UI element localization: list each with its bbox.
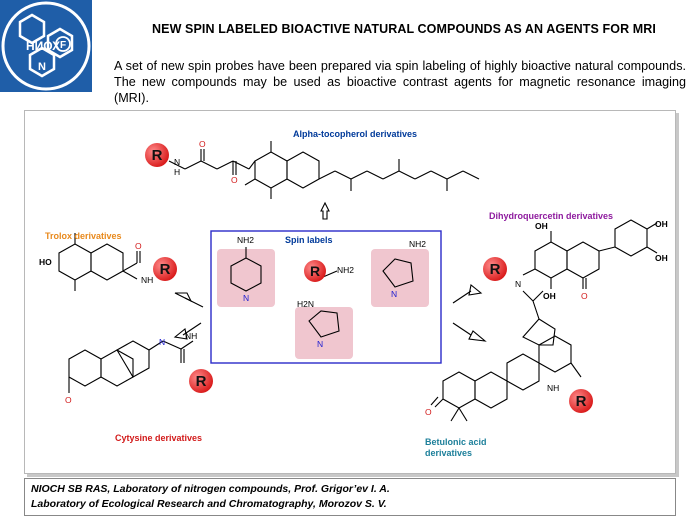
logo-f-letter: F [60, 40, 66, 51]
caption-betulonic-2: derivatives [425, 448, 473, 458]
atom-nh-cytisine: NH [185, 331, 197, 341]
atom-n-cytisine: N [159, 337, 165, 347]
institute-logo: F НИОХ N [0, 0, 92, 92]
atom-nh-betulonic: NH [547, 383, 559, 393]
atom-nh2-label-3: NH2 [409, 239, 426, 249]
atom-nh2-label-1: NH2 [237, 235, 254, 245]
reaction-scheme: R R R R R R N H O O HO O NH O N NH OH OH… [24, 110, 676, 474]
logo-emblem-icon: F НИОХ N [1, 1, 91, 91]
caption-cytisine: Cytysine derivatives [115, 433, 203, 443]
caption-betulonic-1: Betulonic acid [425, 437, 487, 447]
r-label-alpha: R [152, 147, 163, 164]
atom-n-spin-3: N [391, 289, 397, 299]
page-title: NEW SPIN LABELED BIOACTIVE NATURAL COMPO… [152, 22, 656, 36]
r-label-trolox: R [160, 261, 171, 278]
footer-line-2: Laboratory of Ecological Research and Ch… [31, 498, 387, 510]
atom-oh-dihydro-1: OH [535, 221, 548, 231]
atom-nh2-label-2: NH2 [337, 265, 354, 275]
scheme-drawing: R R R R R R N H O O HO O NH O N NH OH OH… [39, 139, 668, 422]
atom-oh-dihydro-3: OH [655, 253, 668, 263]
atom-o-alpha-1: O [199, 139, 206, 149]
credits-footer: NIOCH SB RAS, Laboratory of nitrogen com… [24, 478, 676, 516]
r-label-spin: R [310, 263, 320, 279]
atom-h2n-label-4: H2N [297, 299, 314, 309]
r-group-icon [145, 143, 593, 413]
caption-spin-labels: Spin labels [285, 235, 333, 245]
atom-oh-dihydro-4: OH [543, 291, 556, 301]
atom-n-spin-4: N [317, 339, 323, 349]
caption-trolox: Trolox derivatives [45, 231, 122, 241]
r-label-betulonic: R [576, 393, 587, 410]
atom-ho-trolox: HO [39, 257, 52, 267]
caption-dihydroquercetin: Dihydroquercetin derivatives [489, 211, 614, 221]
r-label-dihydro: R [490, 261, 501, 278]
atom-n-dihydro: N [515, 279, 521, 289]
atom-o-betulonic: O [425, 407, 432, 417]
atom-n-spin-1: N [243, 293, 249, 303]
atom-o-alpha-2: O [231, 175, 238, 185]
footer-line-1: NIOCH SB RAS, Laboratory of nitrogen com… [31, 483, 390, 495]
spin-label-box-4 [295, 307, 353, 359]
r-label-cytisine: R [196, 373, 207, 390]
spin-label-box-1 [217, 249, 275, 307]
intro-paragraph: A set of new spin probes have been prepa… [114, 59, 686, 105]
atom-o-dihydro: O [581, 291, 588, 301]
logo-n-letter: N [38, 61, 46, 73]
spin-label-box-3 [371, 249, 429, 307]
atom-nh-trolox: NH [141, 275, 153, 285]
atom-o-trolox: O [135, 241, 142, 251]
atom-h-alpha: H [174, 167, 180, 177]
caption-alpha-tocopherol: Alpha-tocopherol derivatives [293, 129, 418, 139]
atom-n-alpha: N [174, 157, 180, 167]
logo-text: НИОХ [26, 39, 60, 53]
atom-o-cytisine: O [65, 395, 72, 405]
atom-oh-dihydro-2: OH [655, 219, 668, 229]
